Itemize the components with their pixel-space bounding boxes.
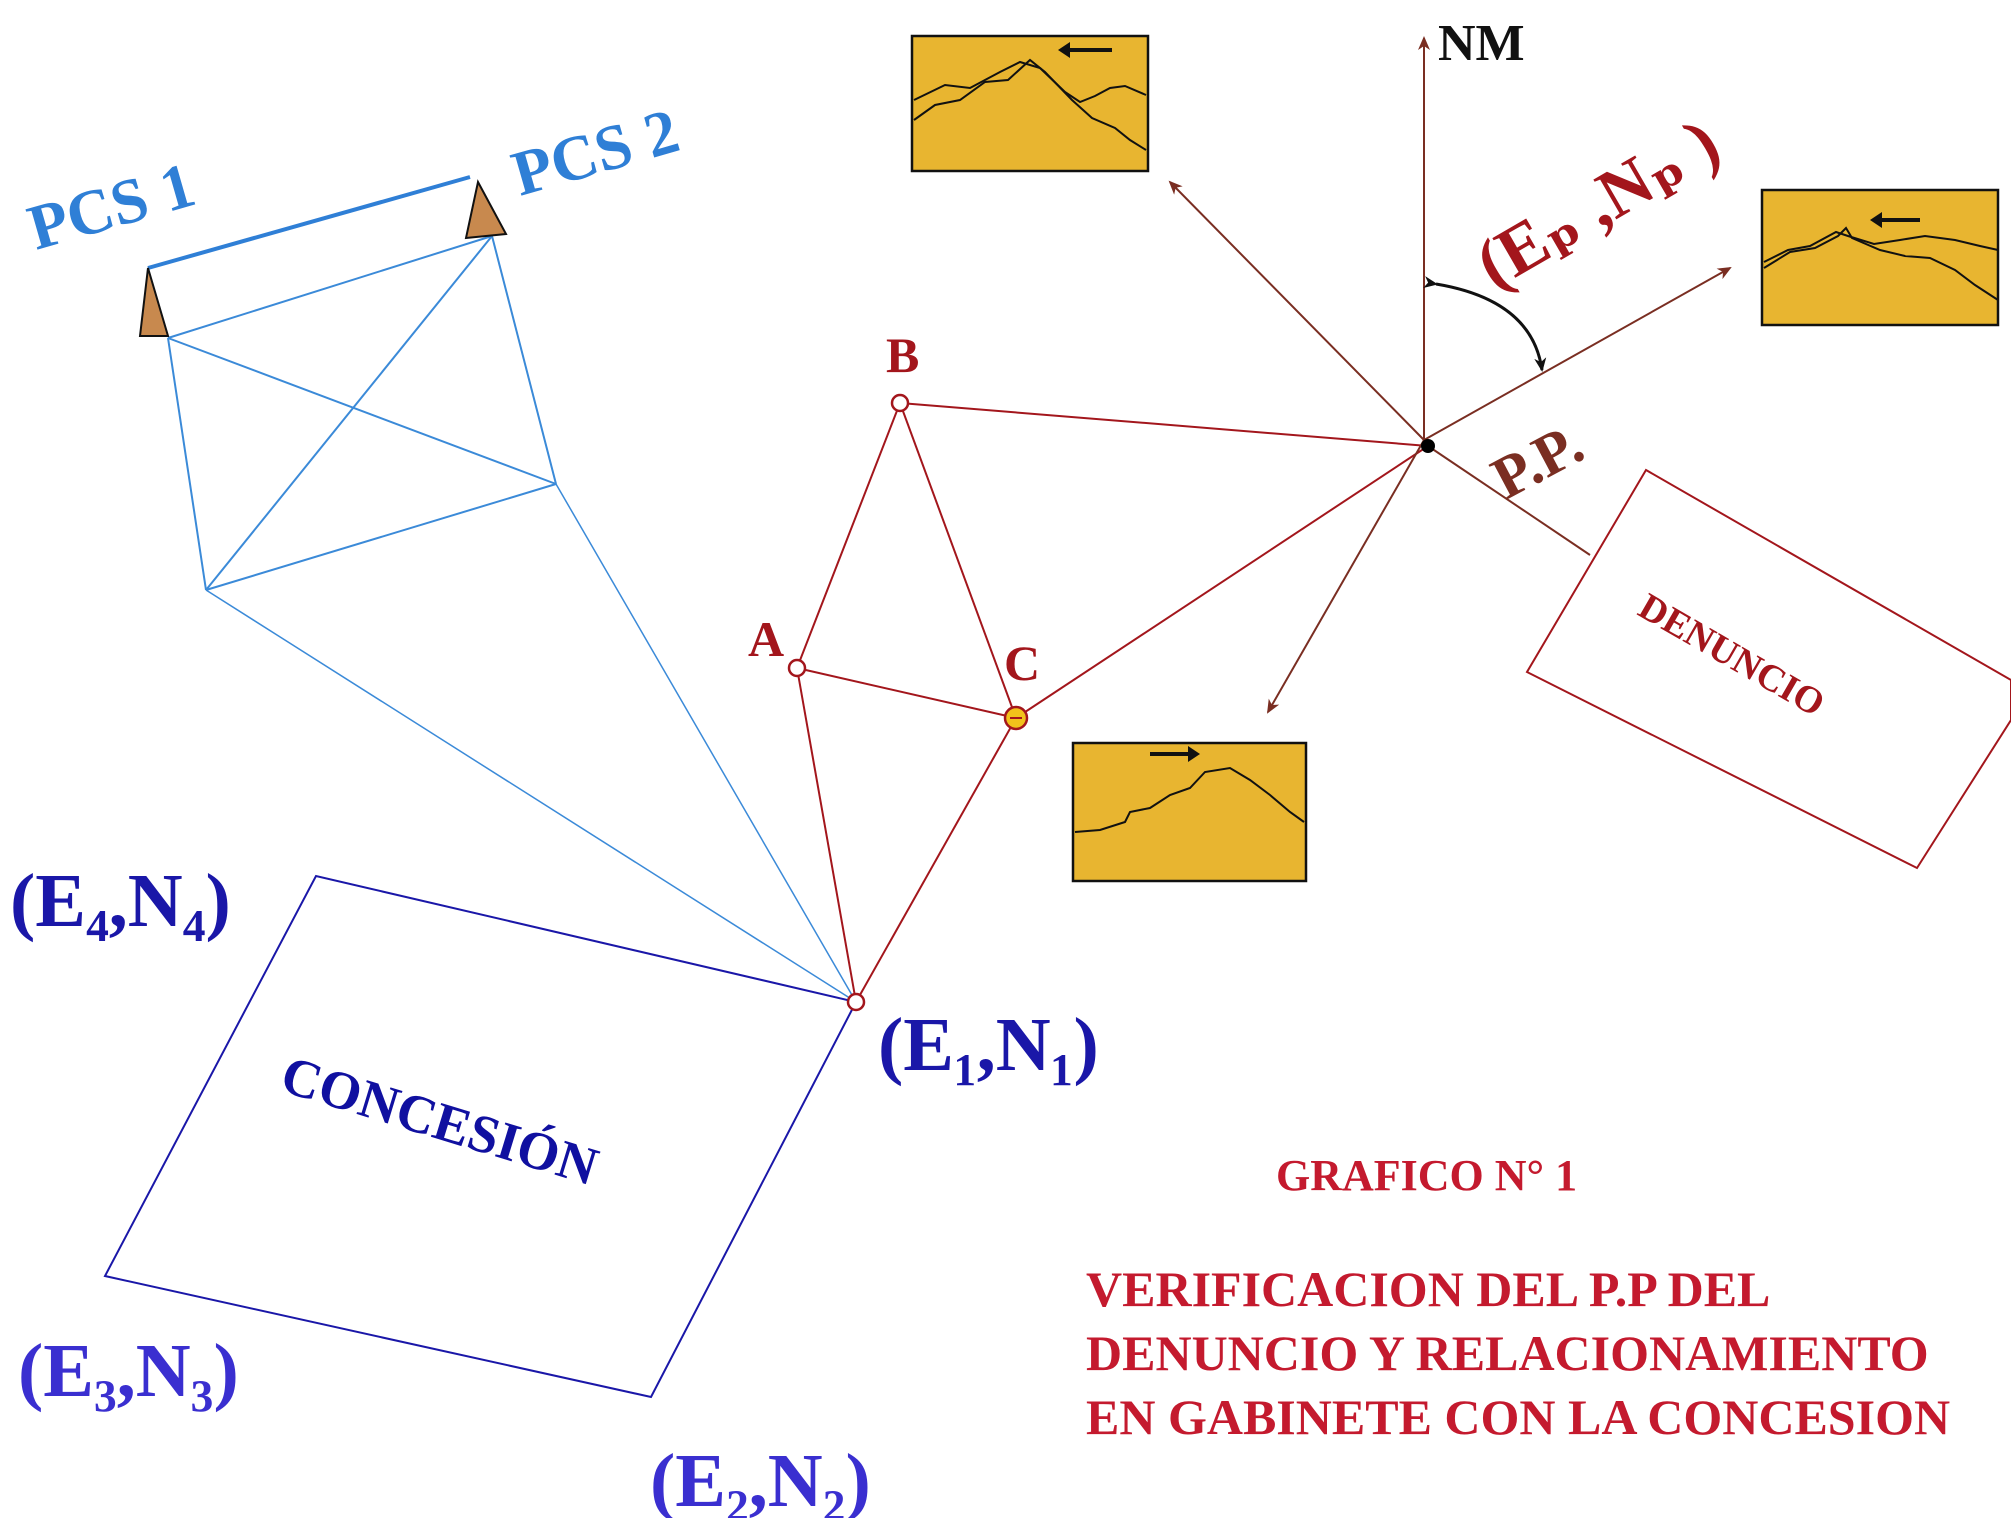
e1n1-label: (E₁,N₁): [878, 1003, 1099, 1087]
pcs2-station: [464, 179, 508, 240]
profile-panel-upper: [910, 34, 1150, 173]
caption-title: GRAFICO N° 1: [1276, 1151, 1577, 1200]
line-a-b: [796, 402, 901, 669]
sight-line-upper-left: [1168, 180, 1425, 441]
network-line: [205, 589, 857, 1003]
line-b-c: [899, 402, 1017, 719]
caption-line-2: DENUNCIO Y RELACIONAMIENTO: [1086, 1325, 1929, 1381]
network-line: [205, 483, 557, 591]
network-line: [491, 235, 557, 485]
network-line: [167, 337, 557, 485]
line-pp-denuncio: [1427, 445, 1591, 556]
network-line: [167, 337, 207, 591]
point-b-label: B: [886, 327, 919, 383]
network-line: [555, 483, 857, 1003]
e2n2-label: (E₂,N₂): [650, 1439, 871, 1518]
pp-point: [1421, 439, 1435, 453]
line-e1-a: [796, 667, 857, 1003]
pcs2-label: PCS 2: [504, 95, 686, 210]
pcs1-label: PCS 1: [20, 149, 202, 264]
profile-panel-right: [1760, 188, 2000, 327]
caption-block: GRAFICO N° 1 VERIFICACION DEL P.P DEL DE…: [1086, 1151, 1950, 1445]
e3n3-label: (E₃,N₃): [18, 1329, 239, 1413]
line-a-c: [796, 667, 1017, 719]
point-c-marker: [1003, 705, 1029, 731]
e1-marker: [846, 992, 866, 1012]
profile-arrow: [1870, 212, 1920, 228]
profile-arrow: [1150, 746, 1200, 762]
e4n4-label: (E₄,N₄): [10, 859, 231, 943]
line-e1-c: [855, 717, 1017, 1003]
triangulation: [796, 402, 1429, 1003]
baseline-pcs1-pcs2: [147, 175, 471, 270]
caption-line-3: EN GABINETE CON LA CONCESION: [1086, 1389, 1950, 1445]
concesion-label: CONCESIÓN: [274, 1044, 604, 1197]
line-c-pp: [1015, 445, 1429, 719]
point-a-marker: [787, 658, 807, 678]
denuncio-label: DENUNCIO: [1632, 585, 1832, 725]
azimuth-arc: [1423, 276, 1547, 372]
denuncio-boundary: [1525, 468, 2011, 870]
pp-coordinate-label: (Eₚ ,Nₚ ): [1464, 104, 1733, 304]
caption-line-1: VERIFICACION DEL P.P DEL: [1086, 1261, 1770, 1317]
network-line: [167, 235, 493, 339]
concesion-boundary: [103, 874, 858, 1399]
sight-line-right: [1423, 267, 1732, 441]
point-a-label: A: [748, 611, 784, 667]
north-label: NM: [1438, 15, 1525, 72]
control-network: [147, 175, 857, 1003]
point-b-marker: [890, 393, 910, 413]
line-b-pp: [899, 402, 1429, 447]
point-c-label: C: [1004, 635, 1040, 691]
pp-label: P.P.: [1481, 410, 1593, 512]
network-line: [205, 235, 493, 591]
profile-arrow: [1058, 42, 1112, 58]
pcs1-station: [138, 267, 170, 337]
profile-panel-lower: [1071, 741, 1308, 883]
sight-line-lower-left: [1267, 439, 1425, 714]
